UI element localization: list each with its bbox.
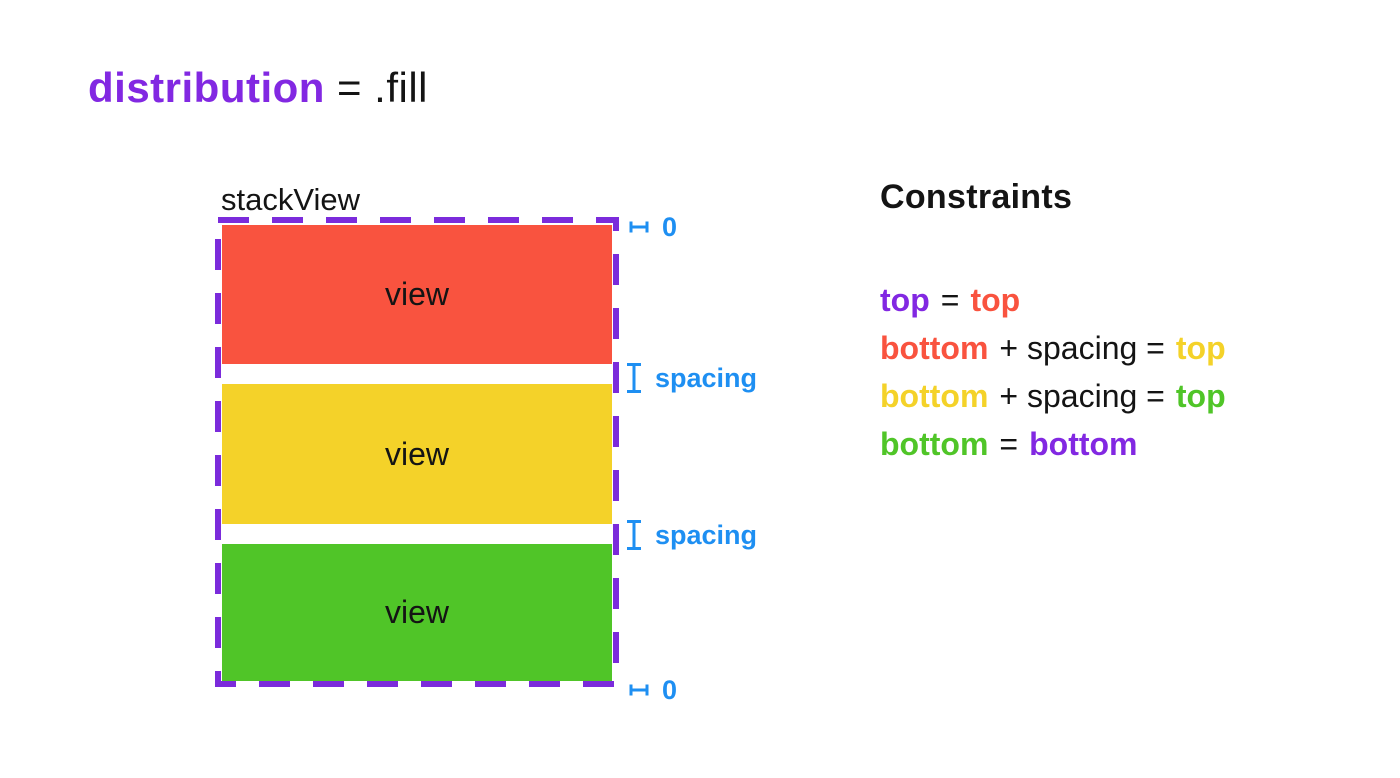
annotation-bottom-zero-label: 0	[662, 674, 678, 705]
view-yellow-label: view	[384, 435, 449, 472]
stackview-label: stackView	[221, 182, 360, 217]
equation-4-right: bottom	[1029, 426, 1138, 462]
view-red-label: view	[384, 276, 449, 312]
annotation-top-zero: 0	[627, 211, 677, 243]
constraint-equation-2: bottom + spacing = top	[880, 330, 1400, 378]
spacing-icon	[627, 363, 641, 393]
title-keyword: distribution	[88, 64, 325, 112]
view-red: view	[222, 225, 612, 364]
spacing-icon	[627, 520, 641, 550]
equation-1-operator: =	[940, 282, 960, 318]
annotation-spacing-2-label: spacing	[655, 519, 758, 550]
annotation-top-zero-label: 0	[662, 211, 678, 242]
stackview-container: view view view	[215, 217, 619, 687]
equation-2-left: bottom	[880, 330, 989, 366]
constraints-equations: top = top bottom + spacing = top bottom …	[880, 282, 1400, 474]
equation-3-left: bottom	[880, 378, 989, 414]
zero-gap-icon	[629, 221, 649, 233]
page-title: distribution = .fill	[88, 64, 428, 112]
equation-2-operator: + spacing =	[999, 330, 1165, 366]
equation-1-right: top	[970, 282, 1021, 318]
annotation-spacing-1: spacing	[624, 360, 757, 396]
annotation-bottom-zero: 0	[627, 674, 677, 706]
constraint-equation-3: bottom + spacing = top	[880, 378, 1400, 426]
equation-3-right: top	[1175, 378, 1226, 414]
constraint-equation-4: bottom = bottom	[880, 426, 1400, 474]
title-value: = .fill	[336, 64, 428, 112]
annotation-spacing-1-label: spacing	[655, 362, 758, 393]
constraints-panel: Constraints top = top bottom + spacing =…	[880, 178, 1226, 462]
equation-1-left: top	[880, 282, 930, 318]
view-green-label: view	[384, 594, 449, 630]
view-yellow: view	[222, 384, 612, 524]
annotation-spacing-2: spacing	[624, 517, 757, 553]
equation-4-operator: =	[999, 426, 1019, 462]
constraints-heading: Constraints	[880, 178, 1073, 216]
equation-2-right: top	[1175, 330, 1226, 366]
equation-4-left: bottom	[880, 426, 989, 462]
constraint-equation-1: top = top	[880, 282, 1400, 330]
zero-gap-icon	[629, 684, 649, 696]
view-green: view	[222, 544, 612, 681]
equation-3-operator: + spacing =	[999, 378, 1165, 414]
